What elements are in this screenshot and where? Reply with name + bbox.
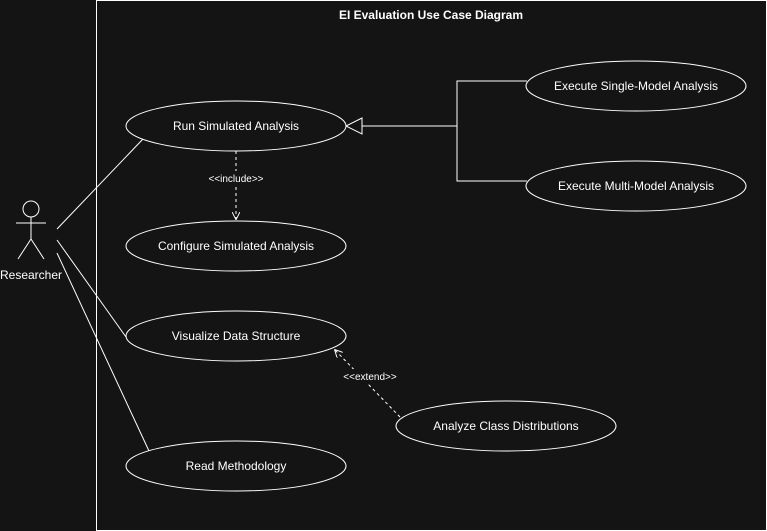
use-case-label: Read Methodology	[186, 459, 287, 473]
use-case-configure-simulated-analysis[interactable]: Configure Simulated Analysis	[125, 220, 347, 272]
association-read-methodology	[56, 252, 150, 452]
include-label: <<include>>	[208, 174, 263, 185]
use-case-label: Run Simulated Analysis	[173, 119, 299, 133]
association-run-simulated	[56, 138, 144, 230]
association-visualize	[56, 239, 127, 338]
use-case-execute-multi-model-analysis[interactable]: Execute Multi-Model Analysis	[525, 160, 747, 212]
use-case-run-simulated-analysis[interactable]: Run Simulated Analysis	[125, 100, 347, 152]
use-case-read-methodology[interactable]: Read Methodology	[125, 440, 347, 492]
use-case-label: Execute Multi-Model Analysis	[558, 179, 714, 193]
generalization-arrowhead	[344, 117, 363, 135]
extend-label-bg	[340, 369, 400, 383]
actor-label: Researcher	[0, 268, 62, 282]
actor-researcher[interactable]: Researcher	[0, 200, 62, 282]
use-case-label: Configure Simulated Analysis	[158, 239, 314, 253]
use-case-label: Analyze Class Distributions	[433, 419, 578, 433]
include-label-bg	[203, 171, 269, 185]
diagram-title: EI Evaluation Use Case Diagram	[339, 8, 523, 22]
actor-head	[22, 200, 40, 218]
generalization-connector	[456, 80, 527, 182]
extend-label: <<extend>>	[343, 372, 397, 383]
use-case-execute-single-model-analysis[interactable]: Execute Single-Model Analysis	[525, 60, 747, 112]
use-case-analyze-class-distributions[interactable]: Analyze Class Distributions	[395, 400, 617, 452]
use-case-visualize-data-structure[interactable]: Visualize Data Structure	[125, 310, 347, 362]
actor-left-leg	[17, 238, 32, 260]
use-case-label: Visualize Data Structure	[172, 329, 301, 343]
actor-right-leg	[30, 238, 45, 260]
use-case-label: Execute Single-Model Analysis	[554, 79, 718, 93]
